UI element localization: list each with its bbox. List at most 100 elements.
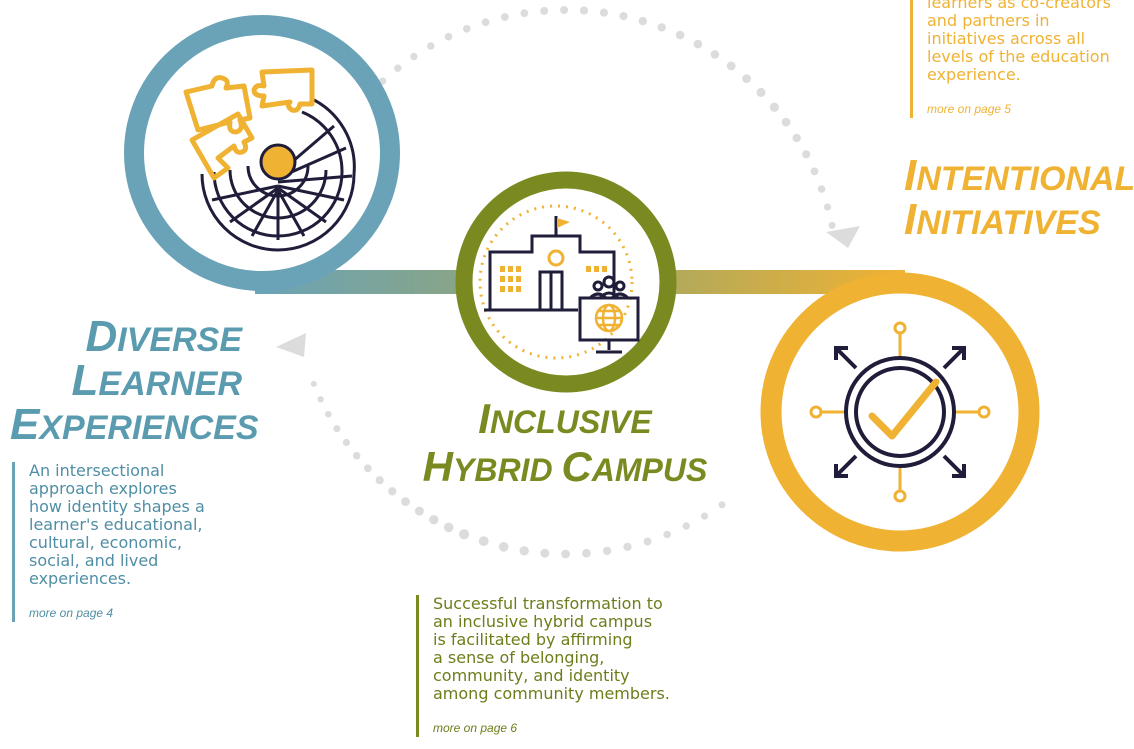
dot [742, 74, 751, 83]
campus-computer-icon [478, 204, 640, 360]
dot [500, 13, 509, 21]
title-rest: AMPUS [591, 452, 708, 488]
title-cap: D [85, 312, 118, 361]
description-line: experiences. [29, 569, 132, 588]
dot [817, 185, 826, 193]
arrowhead-right [826, 226, 860, 248]
title-rest: EARNER [98, 365, 242, 403]
description-line: social, and lived [29, 551, 159, 570]
dot [828, 221, 836, 229]
description-line: how identity shapes a [29, 497, 205, 516]
dot [333, 425, 341, 433]
description-line: An intersectional [29, 461, 165, 480]
dot [478, 536, 489, 547]
dot [520, 9, 529, 18]
dot [663, 530, 671, 539]
dotted-arc-bottom [310, 380, 726, 559]
diverse-title: DIVERSE LEARNER EXPERIENCES [10, 312, 259, 449]
dot [317, 396, 324, 403]
dot [560, 6, 569, 14]
dot [459, 529, 470, 540]
dot [823, 203, 832, 211]
dot [769, 102, 779, 112]
dot [582, 548, 591, 558]
title-cap: I [478, 395, 490, 442]
description-line: is facilitated by affirming [433, 630, 633, 649]
dot [352, 451, 361, 460]
intentional-title: INTENTIONAL INITIATIVES [904, 154, 1134, 242]
dot [414, 506, 424, 516]
diverse-description: An intersectional approach explores how … [12, 462, 205, 622]
dot [781, 117, 791, 127]
arrowhead-left [276, 333, 306, 357]
description-line: a sense of belonging, [433, 648, 605, 667]
dot [540, 6, 549, 15]
dot [700, 512, 709, 520]
dot [310, 380, 317, 387]
dot [540, 548, 550, 558]
description-line: Successful transformation to [433, 594, 663, 613]
dot [802, 150, 811, 159]
title-rest: NTENTIONAL [916, 160, 1134, 198]
title-rest: YBRID [452, 452, 562, 488]
dot [718, 501, 726, 509]
description-line: approach explores [29, 479, 177, 498]
title-rest: NCLUSIVE [489, 404, 652, 440]
dot [810, 167, 819, 176]
title-rest: IVERSE [117, 321, 242, 359]
dot [657, 23, 666, 32]
title-rest: XPERIENCES [39, 409, 259, 447]
more-on-page-link[interactable]: more on page 6 [433, 721, 518, 735]
checkmark-arrows-icon [809, 321, 991, 503]
title-cap: L [71, 356, 99, 405]
description-line: experience. [927, 65, 1021, 84]
description-line: an inclusive hybrid campus [433, 612, 653, 631]
more-on-page-link[interactable]: more on page 5 [927, 102, 1012, 116]
puzzle-spiral-icon [183, 67, 356, 252]
more-on-page-link[interactable]: more on page 4 [29, 606, 114, 620]
dot [363, 464, 372, 473]
dot [792, 133, 801, 143]
title-cap: E [10, 400, 40, 449]
dot [427, 42, 435, 50]
dot [579, 6, 589, 15]
dot [444, 32, 453, 41]
dot [638, 16, 647, 26]
dot [429, 515, 439, 525]
dot [401, 497, 410, 506]
dot [602, 546, 612, 556]
title-cap: I [904, 195, 917, 244]
dot [693, 39, 703, 49]
title-cap: C [561, 443, 592, 490]
description-line: learner's educational, [29, 515, 203, 534]
dot [388, 487, 397, 496]
intentional-description: learners as co-creators and partners in … [910, 0, 1111, 118]
dot [756, 87, 766, 97]
dot [619, 12, 628, 21]
description-line: among community members. [433, 684, 670, 703]
dot [675, 30, 685, 40]
dot [394, 64, 402, 72]
dot [443, 522, 454, 533]
inclusive-circle [455, 171, 677, 393]
description-line: levels of the education [927, 47, 1110, 66]
title-cap: I [904, 151, 917, 200]
dot [325, 410, 332, 418]
dot [623, 542, 632, 552]
description-line: initiatives across all [927, 29, 1086, 48]
dot [710, 50, 720, 59]
dot [410, 52, 418, 61]
title-rest: NITIATIVES [916, 204, 1101, 242]
dot [375, 476, 384, 485]
description-line: community, and identity [433, 666, 630, 685]
dot [519, 546, 529, 556]
dot [561, 549, 570, 559]
dot [682, 522, 690, 530]
dot [726, 61, 736, 71]
description-line: and partners in [927, 11, 1050, 30]
title-cap: H [422, 443, 453, 490]
dot [481, 18, 490, 27]
inclusive-title: INCLUSIVE HYBRID CAMPUS [420, 398, 710, 488]
dot [498, 542, 509, 552]
